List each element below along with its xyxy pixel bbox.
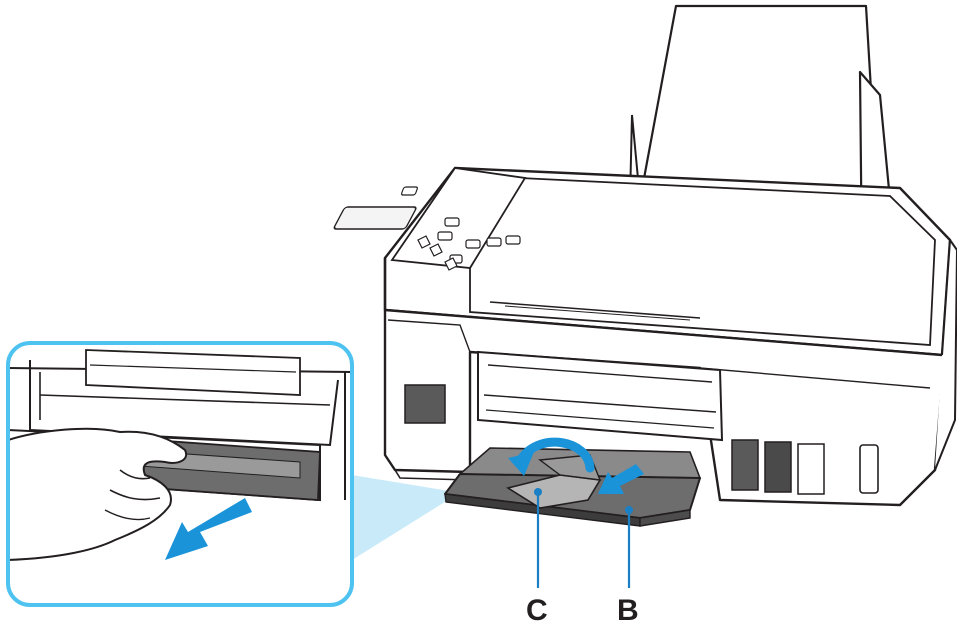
panel-button — [400, 186, 418, 196]
callout-label-b: B — [617, 594, 639, 626]
arrow-icon — [598, 464, 644, 494]
curved-arrow-icon — [508, 437, 595, 476]
panel-button — [444, 257, 458, 271]
zoom-beam — [352, 475, 455, 560]
callout-label-c: C — [526, 594, 548, 626]
ink-tank-window-left — [404, 384, 446, 424]
callout-point-c — [534, 488, 542, 496]
panel-button — [486, 237, 502, 247]
zoom-inset — [6, 341, 354, 607]
operation-panel — [333, 167, 527, 271]
panel-button — [417, 235, 431, 249]
callout-point-b — [625, 506, 633, 514]
panel-button — [505, 235, 521, 245]
paper-output-tray — [444, 447, 702, 527]
output-tray-extension — [505, 474, 602, 509]
ink-tank-window — [764, 441, 792, 493]
printer-body — [383, 239, 957, 507]
panel-button — [444, 217, 460, 227]
zoom-inset-border — [6, 341, 354, 607]
ink-tank-window — [797, 443, 825, 495]
ink-tank-cap — [859, 444, 879, 494]
hand-illustration — [8, 427, 188, 561]
panel-button — [437, 231, 453, 241]
panel-button — [465, 239, 481, 249]
scanner-lid — [383, 166, 952, 357]
panel-button — [429, 243, 443, 257]
ink-tank-window — [731, 439, 759, 491]
arrow-icon — [165, 498, 252, 560]
